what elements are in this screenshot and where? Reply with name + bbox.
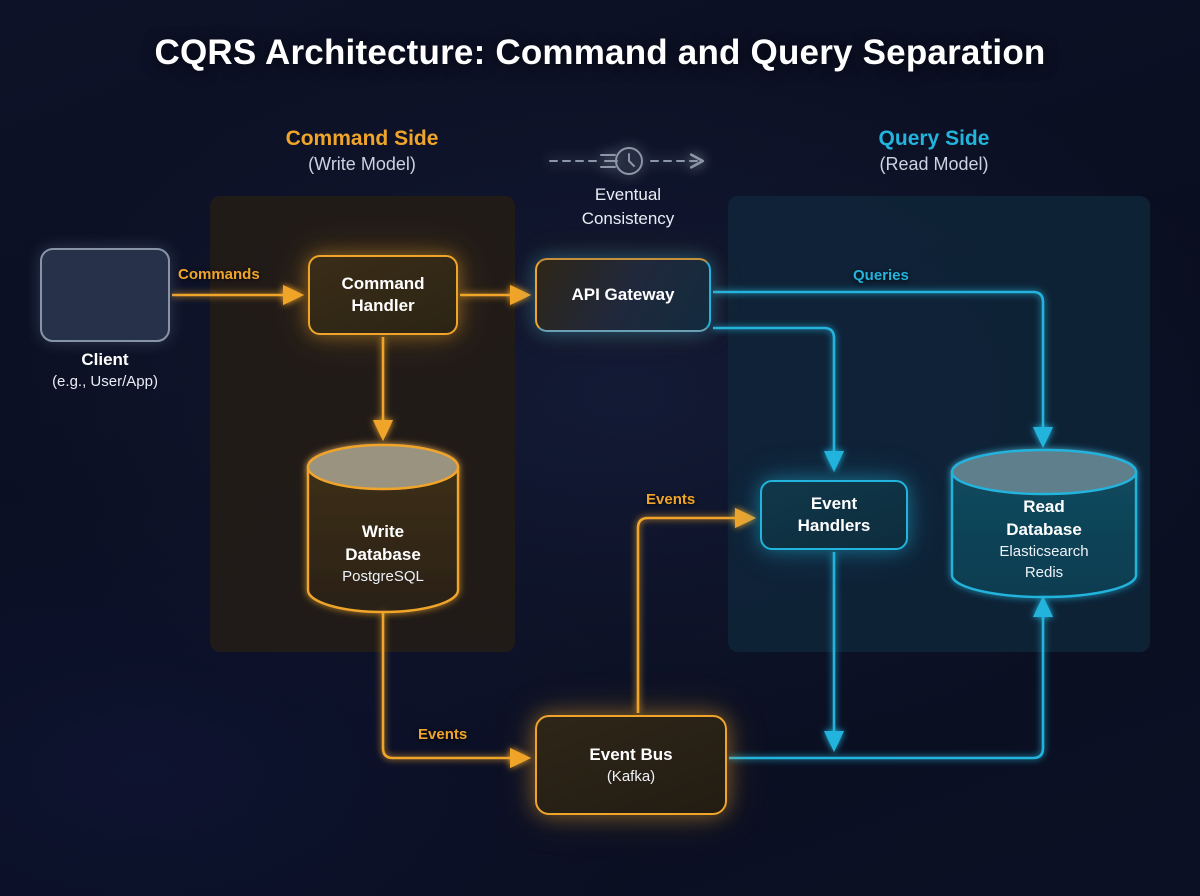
event-handlers-line1: Event — [810, 494, 858, 513]
command-handler-node[interactable]: Command Handler — [308, 255, 458, 335]
event-handlers-node[interactable]: Event Handlers — [760, 480, 908, 550]
edge-event-bus-to-read-db — [729, 595, 1054, 760]
events-to-bus-edge-label: Events — [418, 726, 468, 743]
api-gateway-label: API Gateway — [571, 285, 675, 304]
command-side-title: Command Side — [285, 127, 439, 150]
edge-api-gateway-to-event-handlers — [713, 326, 845, 473]
eventual-consistency-icon — [549, 147, 700, 175]
query-side-title: Query Side — [878, 127, 990, 150]
event-bus-label: Event Bus — [589, 744, 673, 764]
client-label: Client — [81, 350, 129, 369]
commands-edge-label: Commands — [178, 266, 260, 283]
edge-api-gateway-to-read-db — [713, 290, 1054, 449]
command-side-subtitle: (Write Model) — [308, 154, 416, 174]
command-handler-line1: Command — [341, 274, 425, 293]
api-gateway-node[interactable]: API Gateway — [535, 258, 711, 332]
client-caption: Client (e.g., User/App) — [10, 348, 200, 392]
command-handler-line2: Handler — [351, 296, 415, 315]
query-side-header: Query Side (Read Model) — [774, 126, 1094, 177]
event-bus-node[interactable]: Event Bus (Kafka) — [535, 715, 727, 815]
eventual-consistency-line1: Eventual — [594, 185, 662, 204]
edge-event-bus-to-event-handlers — [636, 507, 757, 713]
eventual-consistency-label: Eventual Consistency — [528, 183, 728, 231]
page-title: CQRS Architecture: Command and Query Sep… — [154, 33, 1046, 72]
client-node[interactable] — [40, 248, 170, 342]
events-to-handlers-edge-label: Events — [646, 491, 696, 508]
event-handlers-line2: Handlers — [797, 516, 871, 535]
queries-edge-label: Queries — [853, 267, 909, 284]
command-side-header: Command Side (Write Model) — [202, 126, 522, 177]
eventual-consistency-line2: Consistency — [581, 209, 675, 228]
edge-write-db-to-event-bus — [381, 612, 532, 769]
query-side-subtitle: (Read Model) — [879, 154, 989, 174]
read-database-shape — [950, 448, 1138, 599]
client-sublabel: (e.g., User/App) — [52, 373, 158, 390]
event-bus-sublabel: (Kafka) — [606, 767, 656, 785]
write-database-shape — [306, 443, 460, 614]
